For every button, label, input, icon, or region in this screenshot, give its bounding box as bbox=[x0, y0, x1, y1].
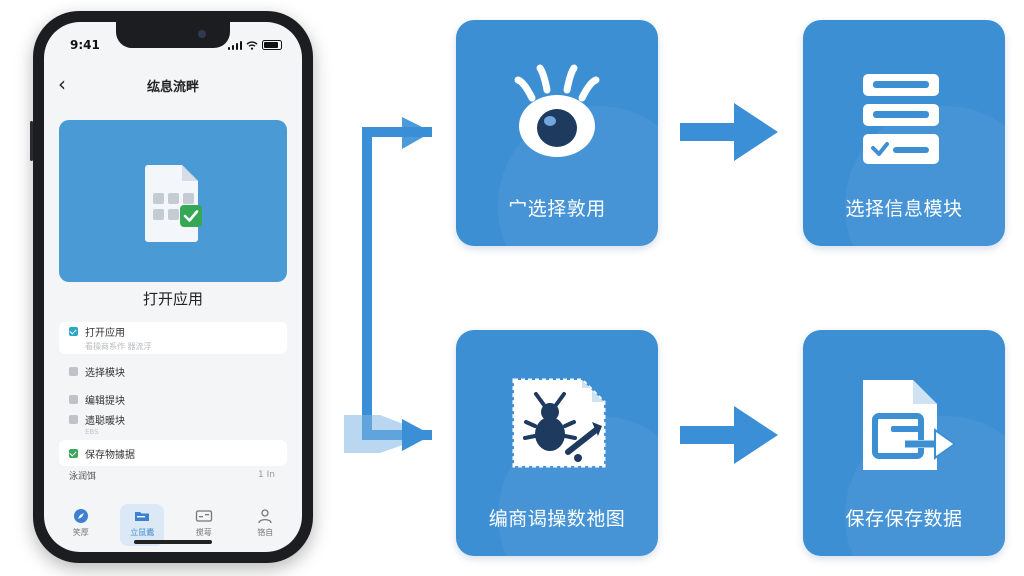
status-icons bbox=[227, 40, 282, 50]
task-list: 打开应用 看操商系作 器流浮 选择模块 编辑提块 遗聪暖块 EBS 保存物據据 bbox=[59, 322, 287, 484]
list-item-label: 编辑提块 bbox=[85, 395, 125, 407]
home-indicator bbox=[134, 540, 212, 544]
flow-tile-save-data[interactable]: 保存保存数据 bbox=[803, 330, 1005, 556]
flow-tile-edit-data[interactable]: 编商谒操数祂图 bbox=[456, 330, 658, 556]
wifi-icon bbox=[246, 41, 258, 50]
trailing-row: 泳润饵 1 In bbox=[59, 466, 287, 484]
flow-tile-select-info-module[interactable]: 选择信息模块 bbox=[803, 20, 1005, 246]
checkbox-empty-icon[interactable] bbox=[69, 366, 78, 376]
arrow-right-icon bbox=[680, 103, 778, 161]
compass-icon bbox=[73, 509, 88, 523]
signal-icon bbox=[227, 41, 242, 50]
form-list-icon bbox=[863, 74, 939, 164]
list-item-subtext: 看操商系作 器流浮 bbox=[85, 342, 152, 351]
tab-profile[interactable]: 铬自 bbox=[243, 504, 287, 546]
list-item-edit-module[interactable]: 编辑提块 bbox=[59, 388, 287, 410]
hero-title: 打开应用 bbox=[142, 290, 203, 308]
status-bar: 9:41 bbox=[44, 22, 302, 62]
flow-connector-arrows bbox=[344, 117, 432, 453]
checkbox-checked-green-icon[interactable] bbox=[69, 448, 78, 458]
trailing-row-label: 泳润饵 bbox=[69, 471, 97, 482]
arrow-right-icon bbox=[680, 406, 778, 464]
eye-icon bbox=[514, 64, 600, 157]
tab-label: 立鼠蠹 bbox=[130, 528, 155, 537]
nav-bar: ‹ 纮息流畔 bbox=[44, 70, 302, 102]
tab-label: 搅萼 bbox=[195, 528, 212, 537]
tab-home[interactable]: 笑厚 bbox=[59, 504, 103, 546]
list-item-subtext: EBS bbox=[85, 428, 99, 436]
tab-bar: 笑厚 立鼠蠹 搅萼 bbox=[44, 504, 302, 552]
spreadsheet-check-icon bbox=[145, 165, 202, 242]
tile-label: 宀选择敦用 bbox=[508, 198, 606, 220]
checkbox-checked-icon[interactable] bbox=[69, 327, 78, 336]
page-title: 纮息流畔 bbox=[146, 80, 199, 95]
hero-card[interactable] bbox=[59, 120, 287, 282]
status-time: 9:41 bbox=[70, 38, 100, 52]
battery-icon bbox=[262, 40, 282, 50]
list-item-select-module[interactable]: 选择模块 bbox=[59, 360, 287, 382]
flow-tile-select-app[interactable]: 宀选择敦用 bbox=[456, 20, 658, 246]
tile-label: 编商谒操数祂图 bbox=[488, 508, 626, 530]
bug-image-icon bbox=[512, 378, 606, 468]
list-item-module-four[interactable]: 遗聪暖块 bbox=[59, 410, 287, 428]
list-item-save-data[interactable]: 保存物據据 bbox=[59, 440, 287, 466]
folder-icon bbox=[135, 512, 150, 521]
phone-mockup: 9:41 ‹ 纮息流畔 bbox=[30, 11, 313, 563]
user-icon bbox=[258, 509, 272, 524]
list-item-label: 保存物據据 bbox=[85, 449, 135, 461]
list-item-label: 打开应用 bbox=[85, 328, 125, 339]
tab-label: 笑厚 bbox=[72, 528, 89, 537]
list-item-label: 遗聪暖块 bbox=[85, 415, 125, 427]
tile-label: 保存保存数据 bbox=[845, 508, 963, 530]
trailing-row-value: 1 In bbox=[258, 470, 275, 480]
phone-screen: 9:41 ‹ 纮息流畔 bbox=[44, 22, 302, 552]
checkbox-empty-icon[interactable] bbox=[69, 414, 78, 424]
tab-label: 铬自 bbox=[257, 528, 274, 537]
export-document-icon bbox=[863, 380, 957, 470]
tab-files[interactable]: 立鼠蠹 bbox=[120, 504, 165, 546]
list-item-label: 选择模块 bbox=[85, 367, 125, 379]
list-item-open-app[interactable]: 打开应用 看操商系作 器流浮 bbox=[59, 322, 287, 354]
checkbox-empty-icon[interactable] bbox=[69, 394, 78, 404]
card-icon bbox=[195, 510, 212, 522]
back-chevron-icon[interactable]: ‹ bbox=[58, 72, 66, 96]
tab-cards[interactable]: 搅萼 bbox=[182, 504, 226, 546]
phone-notch bbox=[116, 22, 230, 48]
tile-label: 选择信息模块 bbox=[845, 198, 963, 220]
